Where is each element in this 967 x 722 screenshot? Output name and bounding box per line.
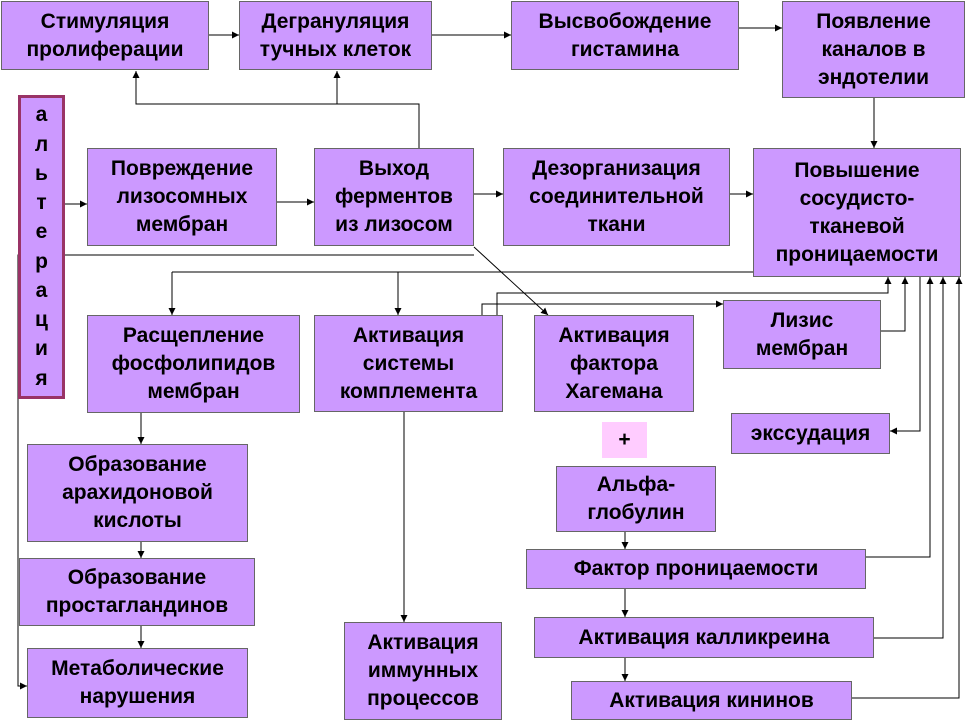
alteration-letter: е bbox=[35, 220, 48, 244]
exudation-box: экссудация bbox=[731, 413, 890, 454]
channels-box: Появление каналов в эндотелии bbox=[782, 1, 965, 98]
alteration-letter: и bbox=[35, 337, 48, 361]
alteration-letter: а bbox=[35, 278, 48, 302]
alteration-letter: я bbox=[35, 366, 48, 390]
degranulation-box: Дегрануляция тучных клеток bbox=[239, 1, 432, 70]
alteration-letter: ц bbox=[35, 308, 48, 332]
stimulation-box: Стимуляция пролиферации bbox=[1, 1, 209, 70]
lysosome-damage-box: Повреждение лизосомных мембран bbox=[87, 148, 277, 246]
alteration-letter: а bbox=[35, 103, 48, 127]
permeability-box: Повышение сосудисто- тканевой проницаемо… bbox=[753, 148, 961, 277]
alteration-letter: р bbox=[35, 249, 48, 273]
alteration-letter: л bbox=[34, 132, 49, 156]
plus-sign: + bbox=[602, 422, 647, 458]
alpha-globulin-box: Альфа- глобулин bbox=[556, 466, 716, 532]
lysis-box: Лизис мембран bbox=[723, 300, 881, 369]
permeability-factor-box: Фактор проницаемости bbox=[526, 549, 866, 589]
arachidonic-box: Образование арахидоновой кислоты bbox=[27, 444, 248, 542]
phospholipids-box: Расщепление фосфолипидов мембран bbox=[87, 315, 300, 413]
histamine-box: Высвобождение гистамина bbox=[511, 1, 739, 70]
immune-box: Активация иммунных процессов bbox=[344, 622, 502, 720]
prostaglandins-box: Образование простагландинов bbox=[19, 558, 255, 626]
alteration-letter: ь bbox=[35, 161, 48, 185]
disorganization-box: Дезорганизация соединительной ткани bbox=[503, 148, 730, 246]
kallikrein-box: Активация калликреина bbox=[534, 617, 874, 658]
hageman-box: Активация фактора Хагемана bbox=[534, 315, 694, 412]
kinins-box: Активация кининов bbox=[571, 681, 852, 720]
alteration-box: а л ь т е р а ц и я bbox=[18, 95, 65, 399]
alteration-letter: т bbox=[36, 191, 47, 215]
complement-box: Активация системы комплемента bbox=[314, 315, 503, 412]
enzymes-box: Выход ферментов из лизосом bbox=[314, 148, 474, 246]
metabolic-box: Метаболические нарушения bbox=[27, 648, 248, 718]
